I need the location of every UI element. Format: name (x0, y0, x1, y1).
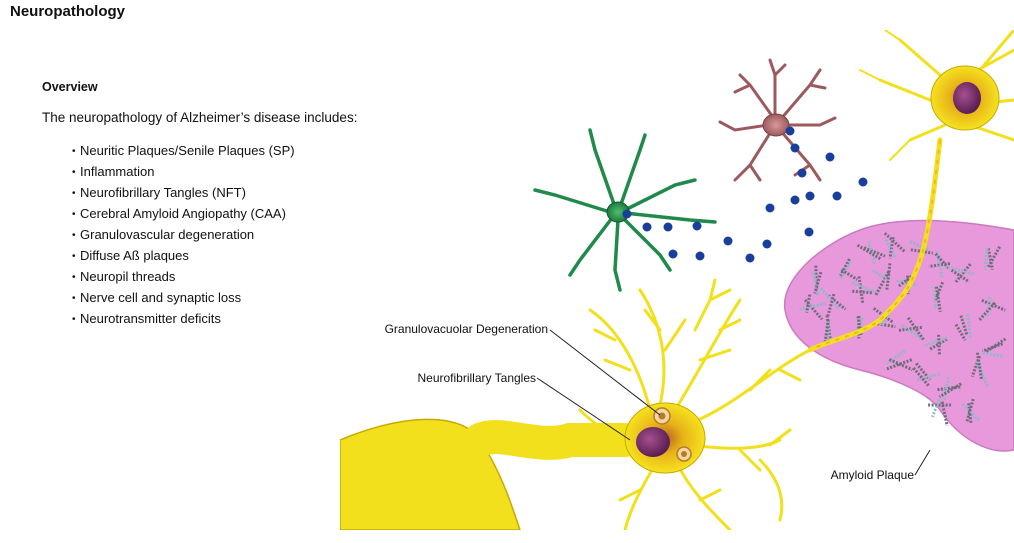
amyloid-fibril (822, 319, 830, 348)
amyloid-fibril (874, 270, 891, 296)
amyloid-plaque (783, 219, 1014, 452)
amyloid-fibril (840, 268, 859, 281)
amyloid-fibril (851, 281, 877, 294)
amyloid-fibril (812, 272, 820, 296)
abeta-particles (622, 126, 868, 263)
amyloid-fibril (981, 298, 1006, 312)
amyloid-fibril (954, 323, 967, 342)
label-amyloid-plaque: Amyloid Plaque (831, 468, 915, 482)
amyloid-fibril (856, 243, 883, 261)
overview-section: Overview The neuropathology of Alzheimer… (42, 80, 382, 330)
amyloid-fibril (975, 352, 983, 380)
list-item: Neurotransmitter deficits (72, 309, 382, 330)
list-item: Nerve cell and synaptic loss (72, 288, 382, 309)
amyloid-fibril (867, 241, 877, 265)
amyloid-fibril (961, 403, 981, 422)
list-item: Neuropil threads (72, 267, 382, 288)
amyloid-fibril (965, 398, 975, 424)
amyloid-fibril (976, 361, 990, 388)
page-title: Neuropathology (10, 3, 125, 20)
amyloid-fibril (950, 268, 970, 284)
list-item: Cerebral Amyloid Angiopathy (CAA) (72, 204, 382, 225)
label-granulovacuolar-degeneration: Granulovacuolar Degeneration (385, 322, 548, 336)
amyloid-fibril (965, 314, 973, 338)
amyloid-fibril (932, 286, 938, 309)
amyloid-fibril (885, 263, 892, 290)
list-item: Granulovascular degeneration (72, 225, 382, 246)
amyloid-fibril (827, 294, 847, 311)
astrocyte (718, 58, 837, 182)
amyloid-fibril (885, 358, 913, 371)
amyloid-fibril (924, 336, 948, 347)
amyloid-fibril (934, 281, 945, 301)
top-neuron (807, 30, 1014, 353)
list-item: Neuritic Plaques/Senile Plaques (SP) (72, 141, 382, 162)
amyloid-fibril (901, 324, 924, 341)
amyloid-fibril (863, 246, 886, 258)
amyloid-fibril (987, 246, 1001, 268)
amyloid-fibril (953, 263, 972, 285)
amyloid-fibril (885, 349, 906, 365)
amyloid-fibril (970, 355, 981, 378)
amyloid-fibril (805, 294, 812, 313)
label-leader-lines (536, 329, 931, 476)
amyloid-fibril (912, 367, 931, 388)
list-item: Neurofibrillary Tangles (NFT) (72, 183, 382, 204)
affected-neuron (340, 278, 812, 530)
amyloid-fibril (983, 247, 989, 271)
alzheimer-neuropathology-illustration: Granulovacuolar Degeneration Neurofibril… (340, 30, 1014, 530)
amyloid-fibril (934, 286, 942, 313)
neuropathology-list: Neuritic Plaques/Senile Plaques (SP) Inf… (42, 141, 382, 330)
amyloid-fibril (857, 276, 865, 304)
overview-heading: Overview (42, 80, 98, 94)
amyloid-fibril (906, 317, 925, 341)
amyloid-fibril (813, 271, 823, 294)
amyloid-fibril (947, 266, 975, 276)
amyloid-fibril (935, 251, 944, 278)
amyloid-fibril (799, 301, 826, 311)
amyloid-fibril (984, 337, 1007, 354)
amyloid-fibril (942, 376, 950, 401)
amyloid-fibril (898, 325, 923, 332)
amyloid-fibril (883, 232, 906, 253)
amyloid-fibril (986, 248, 994, 271)
microglia (533, 128, 717, 292)
amyloid-fibril (915, 372, 940, 382)
amyloid-fibril (931, 398, 941, 418)
amyloid-fibril (896, 279, 919, 287)
amyloid-fibril (872, 269, 890, 282)
amyloid-fibril (819, 287, 841, 310)
amyloid-fibril (982, 351, 1005, 358)
label-neurofibrillary-tangles: Neurofibrillary Tangles (418, 371, 537, 385)
amyloid-fibril (978, 301, 997, 321)
amyloid-fibril (884, 238, 897, 260)
list-item: Diffuse Aß plaques (72, 246, 382, 267)
amyloid-fibril (826, 293, 836, 317)
amyloid-fibril (839, 258, 851, 277)
overview-intro: The neuropathology of Alzheimer’s diseas… (42, 110, 358, 125)
amyloid-fibril (940, 401, 949, 427)
list-item: Inflammation (72, 162, 382, 183)
amyloid-fibril (888, 358, 914, 372)
amyloid-fibril (938, 382, 962, 399)
amyloid-fibril (936, 385, 961, 392)
